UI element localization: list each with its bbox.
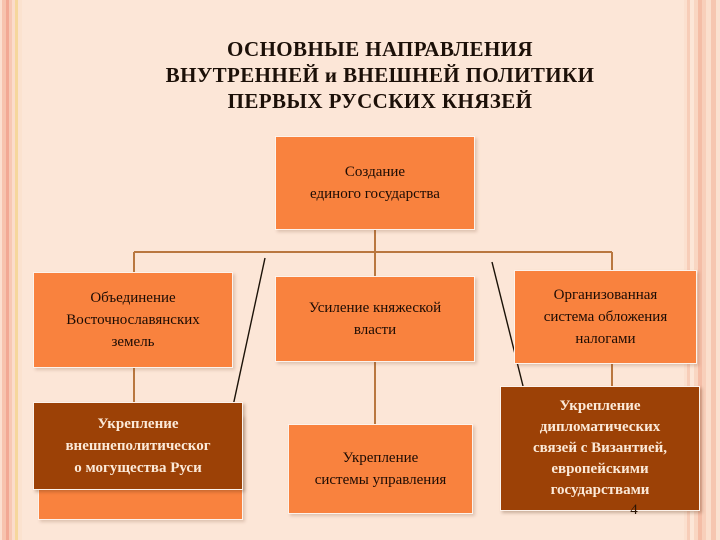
page-number: 4 — [630, 502, 638, 518]
title-line-3: ПЕРВЫХ РУССКИХ КНЯЗЕЙ — [227, 89, 533, 113]
title-line-1: ОСНОВНЫЕ НАПРАВЛЕНИЯ — [227, 37, 533, 61]
slide-title: ОСНОВНЫЕ НАПРАВЛЕНИЯ ВНУТРЕННЕЙ и ВНЕШНЕ… — [120, 36, 640, 114]
title-line-2: ВНУТРЕННЕЙ и ВНЕШНЕЙ ПОЛИТИКИ — [165, 63, 595, 87]
